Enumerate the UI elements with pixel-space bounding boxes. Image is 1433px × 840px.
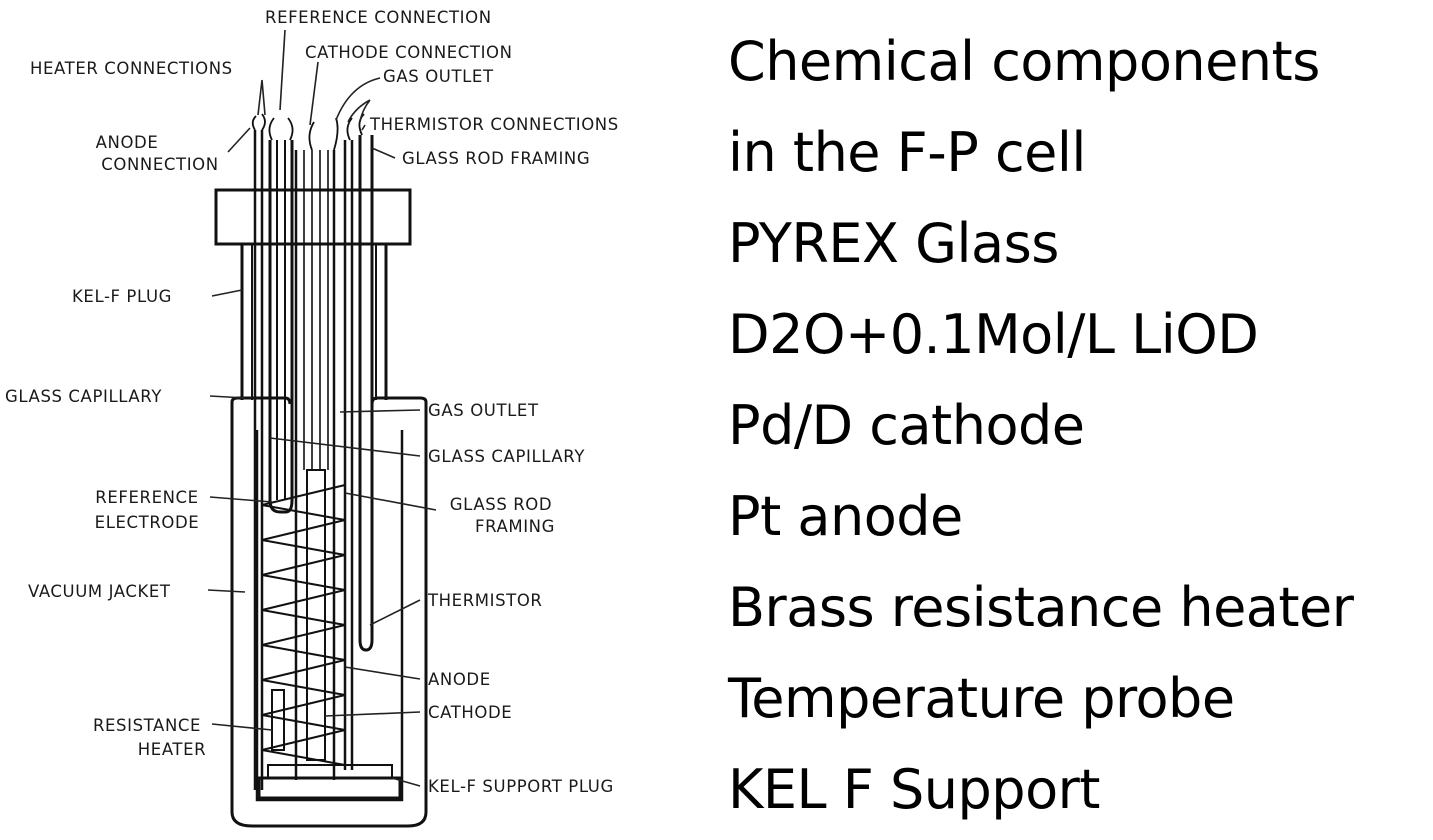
label-kel-f-support-plug: KEL-F SUPPORT PLUG (428, 777, 614, 796)
central-tube (294, 150, 336, 780)
component-item: Pd/D cathode (728, 394, 1085, 457)
heater-element (271, 689, 285, 751)
label-cathode-connection: CATHODE CONNECTION (305, 43, 513, 62)
component-item: Pt anode (728, 485, 963, 548)
label-anode: ANODE (428, 670, 491, 689)
component-item: PYREX Glass (728, 212, 1059, 275)
vacuum-jacket-inner (255, 430, 404, 802)
components-heading-line-1: Chemical components (728, 30, 1320, 93)
support-plug (257, 776, 402, 800)
label-gas-outlet-right: GAS OUTLET (428, 401, 539, 420)
label-thermistor: THERMISTOR (427, 591, 542, 610)
label-glass-rod-framing-right-2: FRAMING (475, 517, 555, 536)
right-rods (343, 140, 354, 770)
reference-capillary (268, 140, 294, 514)
label-glass-rod-framing-right-1: GLASS ROD (450, 495, 552, 514)
label-resistance-heater-1: RESISTANCE (93, 716, 201, 735)
label-glass-capillary-left: GLASS CAPILLARY (5, 387, 162, 406)
kel-f-plug-head (214, 188, 412, 246)
kel-f-plug-stem (240, 244, 388, 400)
left-rods (253, 130, 264, 790)
label-reference-connection: REFERENCE CONNECTION (265, 8, 492, 27)
label-thermistor-connections: THERMISTOR CONNECTIONS (369, 115, 619, 134)
label-gas-outlet-top: GAS OUTLET (383, 67, 494, 86)
cell-drawing (214, 113, 428, 828)
label-cathode: CATHODE (428, 703, 512, 722)
label-resistance-heater-2: HEATER (138, 740, 206, 759)
thermistor-probe (358, 135, 374, 652)
diagram-labels: REFERENCE CONNECTION CATHODE CONNECTION … (5, 8, 619, 796)
label-anode-connection-1: ANODE (96, 133, 159, 152)
component-item: KEL F Support (728, 758, 1100, 821)
label-glass-capillary-right: GLASS CAPILLARY (428, 447, 585, 466)
label-kel-f-plug: KEL-F PLUG (72, 287, 172, 306)
component-item: Temperature probe (728, 667, 1235, 730)
label-glass-rod-framing-top: GLASS ROD FRAMING (402, 149, 590, 168)
leader-lines (207, 29, 437, 787)
label-anode-connection-2: CONNECTION (101, 155, 218, 174)
label-vacuum-jacket: VACUUM JACKET (28, 582, 171, 601)
component-item: D2O+0.1Mol/L LiOD (728, 303, 1259, 366)
label-heater-connections: HEATER CONNECTIONS (30, 59, 233, 78)
component-item: Brass resistance heater (728, 576, 1354, 639)
label-reference-electrode-2: ELECTRODE (95, 513, 200, 532)
label-reference-electrode-1: REFERENCE (95, 488, 198, 507)
components-heading-line-2: in the F-P cell (728, 121, 1086, 184)
anode-spiral (261, 484, 346, 766)
components-list: Chemical components in the F-P cell PYRE… (728, 16, 1354, 835)
